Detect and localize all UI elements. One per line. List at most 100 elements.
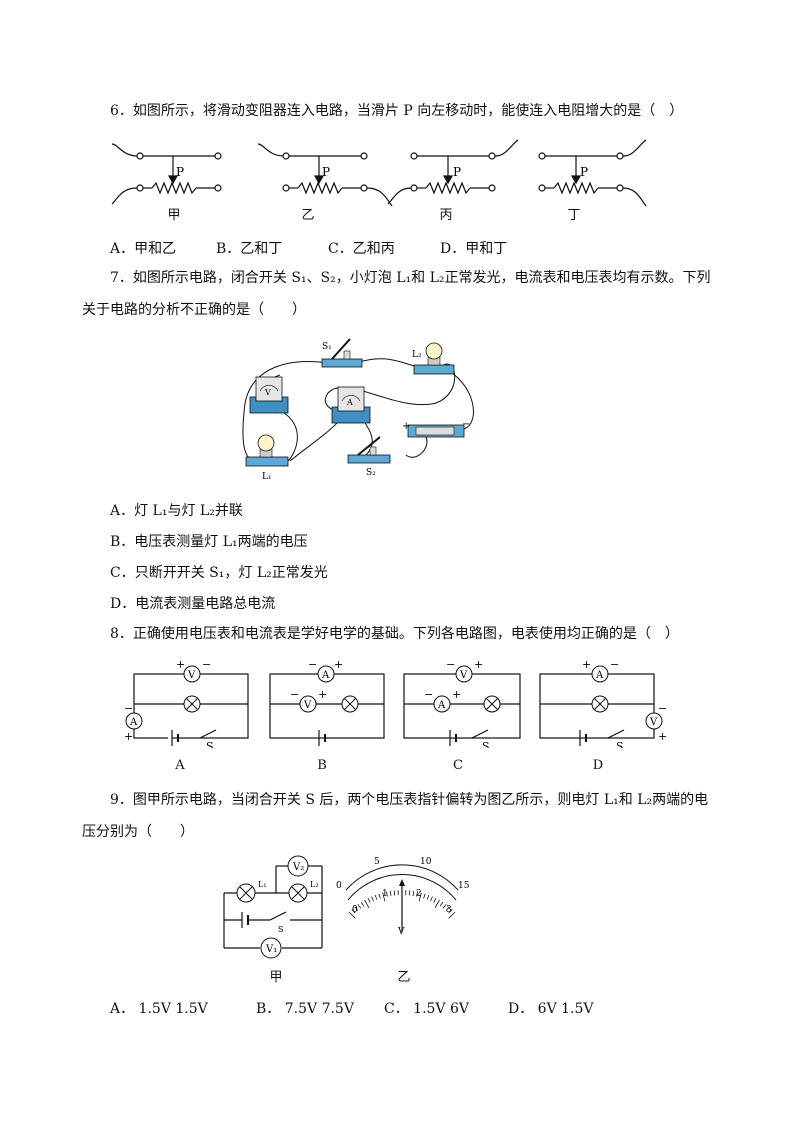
svg-text:V: V [649,717,658,728]
q8-sign: − [446,658,455,671]
rheostat-ding [538,139,647,207]
q9-label-s: S [278,925,283,934]
meter-tick [360,901,365,907]
meter-tick [408,890,411,896]
q7-label-a: A [346,398,353,407]
q8-sign: + [334,658,343,671]
meter-tick [354,906,359,911]
q8-sign: + [124,730,133,743]
q6-caption-yi: 乙 [301,208,315,223]
q9-label-v1: V₁ [265,944,277,955]
q8-a-voltmeter: V [183,665,201,683]
q8-sign: − [124,702,133,715]
meter-tick [367,898,371,903]
q9-option-d[interactable]: D． 6V 1.5V [508,1001,594,1017]
q8-sign: − [290,688,299,701]
q9-inner-1: 1 [382,889,388,899]
svg-text:A: A [129,717,138,728]
meter-tick [434,899,440,908]
svg-text:A: A [321,670,330,681]
q8-stem: 8．正确使用电压表和电流表是学好电学的基础。下列各电路图，电表使用均正确的是（ … [110,626,679,642]
q9-option-b[interactable]: B． 7.5V 7.5V [256,1001,354,1017]
meter-tick [442,904,447,909]
q8-caption-a[interactable]: A [175,758,185,773]
q7-switch-s2 [347,436,391,464]
meter-tick [378,893,381,899]
q7-stem-line2: 关于电路的分析不正确的是（ ） [82,302,306,318]
q7-voltmeter [249,376,289,414]
rheostat-bing [387,139,519,205]
q9-outer-10: 10 [420,857,432,867]
q6-option-b[interactable]: B．乙和丁 [216,241,283,257]
q8-sign: − [202,658,211,671]
q8-sign: + [318,688,327,701]
q8-circuit-b [269,673,385,746]
rheostat-yi [257,143,393,207]
q9-stem-line1: 9．图甲所示电路，当闭合开关 S 后，两个电压表指针偏转为图乙所示，则电灯 L₁… [110,792,709,808]
q6-option-a[interactable]: A．甲和乙 [110,241,177,257]
q6-p-label: P [453,165,461,179]
q7-option-a[interactable]: A．灯 L₁与灯 L₂并联 [110,503,243,519]
q7-option-d[interactable]: D．电流表测量电路总电流 [110,596,276,612]
q8-caption-c[interactable]: C [453,758,463,773]
meter-tick [426,894,430,900]
q8-sign: + [474,658,483,671]
meter-tick [445,906,450,911]
q8-d-voltmeter: V [645,712,663,730]
q9-option-a[interactable]: A． 1.5V 1.5V [110,1001,208,1017]
svg-text:A: A [595,670,604,681]
svg-text:A: A [437,700,446,711]
q6-caption-ding: 丁 [567,208,581,223]
q8-sign: − [308,658,317,671]
meter-tick [364,899,370,908]
q7-label-plus: + [402,421,410,432]
q6-option-d[interactable]: D．甲和丁 [440,241,508,257]
q7-label-minus: − [462,419,470,430]
q9-label-l2: L₂ [310,880,319,889]
q8-caption-d[interactable]: D [592,758,604,773]
q8-sign: + [582,658,591,671]
q9-label-v2: V₂ [292,862,304,873]
meter-tick [357,904,362,909]
q8-sign: + [658,730,667,743]
q8-circuit-c [403,673,521,746]
q8-switch-label: S [616,740,624,748]
q9-v1 [260,937,282,959]
q9-outer-0: 0 [336,881,342,891]
q7-option-c[interactable]: C．只断开开关 S₁，灯 L₂正常发光 [110,565,328,581]
q8-sign: + [452,688,461,701]
q8-b-voltmeter: V [299,695,317,713]
q9-meter-yi: 0 5 10 15 0 1 2 3 V [336,857,470,937]
q8-caption-b[interactable]: B [317,758,327,773]
q9-meter-pointer [399,879,405,932]
q6-caption-jia: 甲 [167,208,181,223]
q9-caption-jia: 甲 [269,970,283,985]
meter-tick [348,911,356,919]
q9-caption-yi: 乙 [397,970,411,985]
meter-tick [423,893,426,899]
meter-tick [416,891,418,897]
q9-circuit-jia: V₂ V₁ L₁ L₂ S [223,855,323,959]
q9-inner-0: 0 [352,905,358,915]
svg-text:V: V [303,700,312,711]
q8-figure: V A +− +− S A V −+ −+ V A −+ −+ S A V +−… [124,658,667,748]
q9-outer-5: 5 [374,857,380,867]
q7-option-b[interactable]: B．电压表测量灯 L₁两端的电压 [110,534,308,550]
meter-tick [412,890,415,896]
q8-d-ammeter: A [591,665,609,683]
q9-v2 [287,855,309,877]
q6-p-label: P [580,165,588,179]
q6-option-c[interactable]: C．乙和丙 [328,241,395,257]
q9-meter-unit: V [397,927,405,937]
meter-tick [374,894,378,900]
q7-label-s1: S₁ [322,342,332,352]
q7-bulb-l2 [413,342,455,375]
q7-battery [407,424,465,438]
q9-option-c[interactable]: C． 1.5V 6V [384,1001,470,1017]
q8-sign: + [176,658,185,671]
q8-switch-label: S [482,740,490,748]
q6-p-label: P [176,165,184,179]
q7-switch-s1 [321,338,363,368]
q7-figure: S₁ L₂ V A + − L₁ S₂ [242,338,474,482]
q7-label-s2: S₂ [366,468,376,478]
